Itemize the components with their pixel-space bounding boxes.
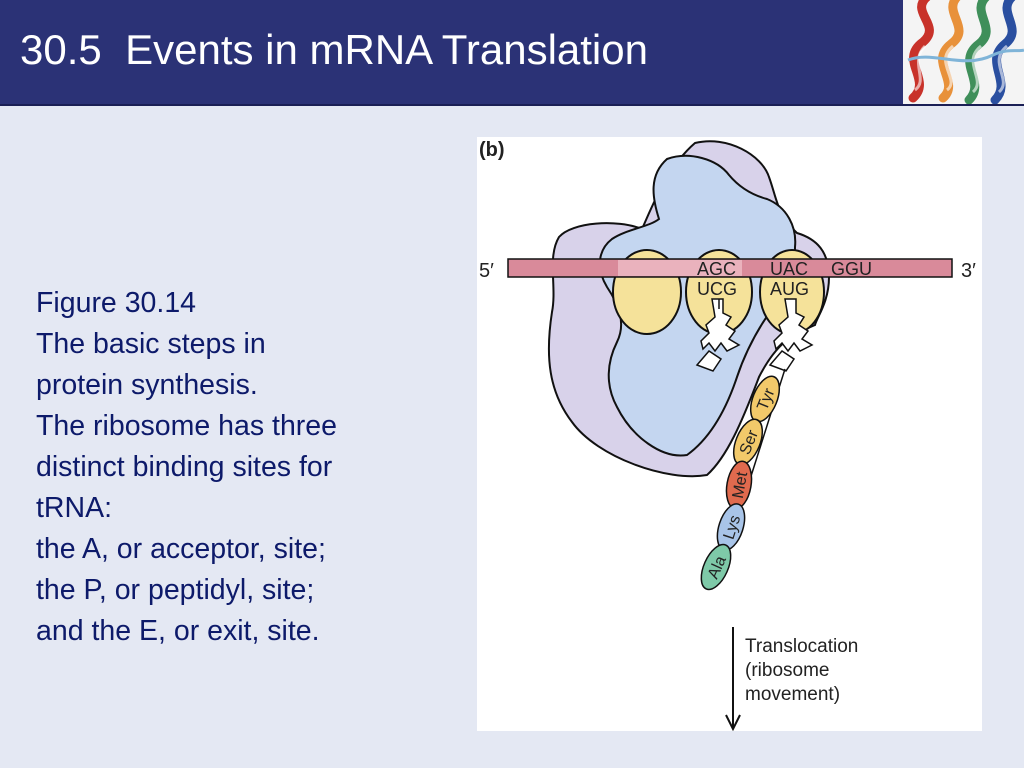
translocation-label: movement): [745, 684, 840, 705]
ribosome-diagram: (b) 5′ 3′ AGC UAC GGU UCG AUG: [479, 139, 976, 731]
down-arrow-icon: [725, 627, 741, 731]
polypeptide-chain: Tyr Ser Met Lys Ala: [700, 368, 786, 591]
caption-line: Figure 30.14: [36, 287, 197, 319]
caption-line: tRNA:: [36, 492, 113, 524]
caption-line: the P, or peptidyl, site;: [36, 574, 315, 606]
caption-line: The ribosome has three: [36, 410, 337, 442]
panel-label: (b): [479, 139, 505, 161]
caption-line: distinct binding sites for: [36, 451, 333, 483]
amino-acid-ser: Ser: [732, 418, 764, 466]
codon: GGU: [831, 259, 872, 279]
caption-line: protein synthesis.: [36, 369, 258, 401]
codon: UAC: [770, 259, 808, 279]
figure-caption: Figure 30.14 The basic steps in protein …: [36, 283, 416, 652]
caption-line: and the E, or exit, site.: [36, 615, 320, 647]
five-prime-label: 5′: [479, 260, 494, 282]
slide-header: 30.5 Events in mRNA Translation: [0, 0, 1024, 106]
anticodon: AUG: [770, 279, 809, 299]
anticodon: UCG: [697, 279, 737, 299]
three-prime-label: 3′: [961, 260, 976, 282]
mrna-highlight: [618, 260, 742, 276]
amino-acid-met: Met: [725, 460, 753, 510]
trna-p-site: [695, 298, 741, 372]
trna-a-site: [768, 298, 814, 372]
slide-title: 30.5 Events in mRNA Translation: [20, 26, 648, 73]
translocation-label: (ribosome: [745, 660, 829, 681]
protein-helix-thumbnail: [903, 0, 1024, 104]
caption-line: The basic steps in: [36, 328, 266, 360]
caption-line: the A, or acceptor, site;: [36, 533, 326, 565]
amino-acid-tyr: Tyr: [749, 375, 781, 423]
svg-text:Lys: Lys: [721, 513, 745, 541]
svg-text:Met: Met: [730, 470, 751, 500]
amino-acid-ala: Ala: [700, 543, 732, 591]
translocation-label: Translocation: [745, 636, 858, 657]
translation-figure: (b) 5′ 3′ AGC UAC GGU UCG AUG: [477, 137, 982, 731]
codon: AGC: [697, 259, 736, 279]
